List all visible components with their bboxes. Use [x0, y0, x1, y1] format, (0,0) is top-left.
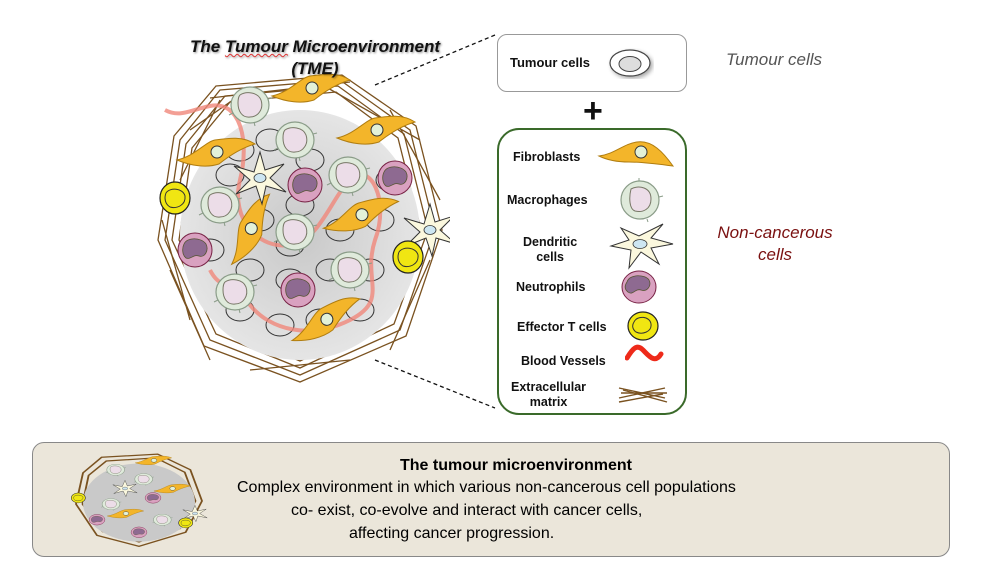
summary-line-1: Complex environment in which various non… [237, 479, 736, 496]
dendritic-cell-icon [609, 223, 674, 270]
summary-title: The tumour microenvironment [399, 457, 633, 474]
legend-label-blood-vessels: Blood Vessels [521, 354, 606, 368]
summary-box: The tumour microenvironment Complex envi… [32, 442, 950, 557]
neutrophil-icon [621, 270, 657, 304]
fibroblast-icon [597, 141, 675, 167]
legend-label-macrophages: Macrophages [507, 193, 588, 207]
tme-title: The Tumour Microenvironment (TME) [189, 37, 440, 78]
extracellular-matrix-icon [618, 387, 668, 403]
summary-line-3: affecting cancer progression. [349, 525, 555, 542]
plus-sign: + [583, 92, 603, 130]
effector-t-cell-icon [627, 311, 659, 341]
summary-line-2: co- exist, co-evolve and interact with c… [291, 502, 643, 519]
tme-thumbnail-icon [71, 453, 208, 547]
tumour-cells-label: Tumour cells [510, 55, 590, 70]
blood-vessel-icon [625, 344, 664, 362]
legend-label-effector-t-cells: Effector T cells [517, 320, 607, 334]
legend-label-neutrophils: Neutrophils [516, 280, 586, 294]
tme-illustration [157, 73, 450, 383]
legend-label-fibroblasts: Fibroblasts [513, 150, 581, 164]
macrophage-icon [620, 178, 664, 223]
tumour-cell-icon [609, 49, 651, 77]
tumour-cells-side-label: Tumour cells [726, 50, 823, 69]
tumour-cells-box: Tumour cells [497, 34, 687, 92]
zoom-connector-lines [374, 34, 496, 409]
